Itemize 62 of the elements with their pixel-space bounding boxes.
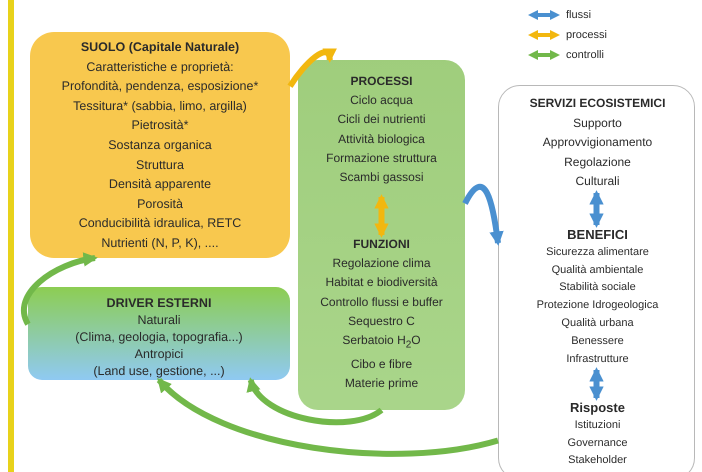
arrow	[589, 190, 604, 228]
legend-label: processi	[566, 28, 607, 41]
heading: Risposte	[570, 399, 625, 417]
list-item: Tessitura* (sabbia, limo, argilla)	[73, 98, 247, 115]
list-item: Sicurezza alimentare	[546, 244, 649, 260]
list-item: Istituzioni	[574, 418, 620, 433]
list-item: Ciclo acqua	[350, 92, 413, 110]
list-item: Habitat e biodiversità	[325, 274, 438, 292]
arrow	[374, 194, 389, 238]
heading: SERVIZI ECOSISTEMICI	[530, 95, 666, 112]
heading: PROCESSI	[350, 73, 412, 90]
arrow	[589, 367, 604, 401]
list-item: Protezione Idrogeologica	[536, 298, 658, 314]
list-item: Sostanza organica	[108, 136, 212, 154]
list-item: Materie prime	[344, 374, 418, 392]
heading: BENEFICI	[567, 226, 628, 244]
list-item: Infrastrutture	[566, 352, 629, 367]
list-item: Sequestro C	[348, 312, 415, 330]
list-item: Attività biologica	[338, 130, 425, 148]
list-item: Supporto	[573, 114, 622, 132]
process-function-box	[298, 60, 465, 410]
list-item: Profondità, pendenza, esposizione*	[62, 78, 258, 96]
arrow	[288, 48, 336, 88]
list-item: Formazione struttura	[326, 150, 437, 167]
legend-label: controlli	[566, 48, 604, 61]
list-item: (Land use, gestione, ...)	[93, 363, 225, 380]
arrow	[21, 252, 98, 326]
list-item: Regolazione clima	[332, 255, 431, 272]
list-item: Benessere	[571, 334, 624, 349]
list-item: Antropici	[134, 346, 184, 363]
list-item: Porosità	[137, 196, 183, 213]
arrow	[156, 378, 499, 457]
legend-label: flussi	[566, 8, 592, 21]
arrow	[248, 377, 384, 426]
list-item: Scambi gassosi	[339, 169, 424, 186]
list-item: Qualità ambientale	[552, 262, 644, 278]
list-item: Nutrienti (N, P, K), ....	[101, 234, 219, 252]
heading: FUNZIONI	[353, 236, 410, 253]
soil-box	[30, 32, 290, 258]
heading: SUOLO (Capitale Naturale)	[80, 39, 240, 56]
list-item: Regolazione	[564, 154, 631, 170]
list-item: Struttura	[136, 156, 184, 174]
list-item: Approvvigionamento	[542, 134, 652, 151]
driver-box	[28, 287, 290, 380]
services-box	[498, 85, 695, 472]
list-item: Densità apparente	[108, 176, 212, 194]
list-item: Qualità urbana	[561, 316, 634, 331]
list-item: Cicli dei nutrienti	[337, 111, 426, 128]
list-item: (Clima, geologia, topografia...)	[75, 329, 243, 346]
list-item: Conducibilità idraulica, RETC	[78, 215, 242, 232]
list-item: Naturali	[137, 312, 181, 329]
list-item: Culturali	[575, 173, 620, 190]
list-item: Controllo flussi e buffer	[320, 294, 443, 311]
list-item: Caratteristiche e proprietà:	[86, 58, 234, 76]
list-item: Stabilità sociale	[559, 280, 636, 296]
list-item: Pietrosità*	[132, 117, 188, 134]
heading: DRIVER ESTERNI	[106, 295, 212, 312]
arrow	[462, 184, 504, 246]
list-item: Stakeholder	[568, 453, 627, 468]
list-item: Serbatoio H$_{2}$O	[342, 332, 421, 352]
list-item: Governance	[568, 436, 628, 451]
list-item: Cibo e fibre	[350, 356, 412, 373]
